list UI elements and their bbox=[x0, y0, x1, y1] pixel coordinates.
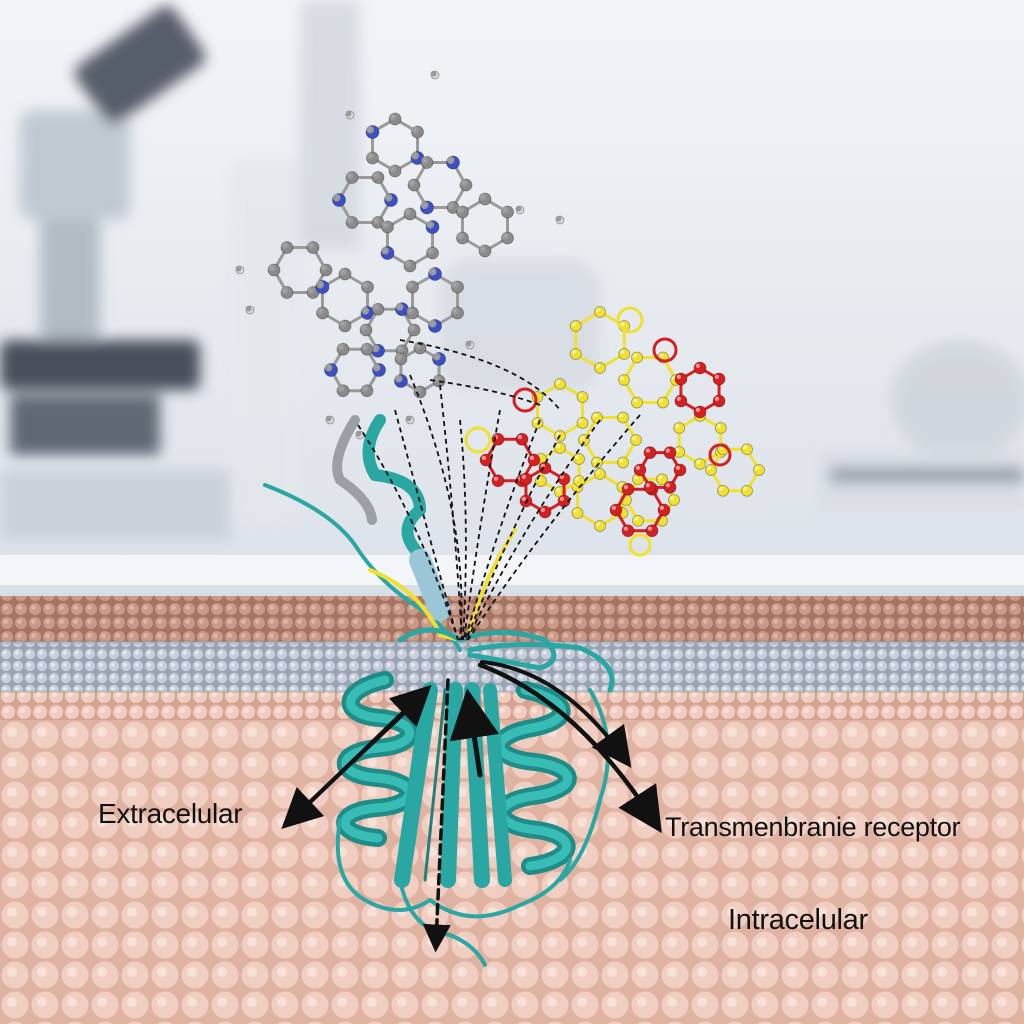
left-helix bbox=[336, 671, 419, 847]
inward-arrow bbox=[449, 688, 500, 778]
annotation-arrows bbox=[281, 660, 662, 953]
microscope-background bbox=[0, 0, 1024, 540]
lab-background bbox=[0, 0, 1024, 597]
ligand-molecule bbox=[235, 70, 765, 557]
receptor-label: Transmenbranie receptor bbox=[665, 812, 961, 842]
intracellular-label: Intracelular bbox=[728, 904, 868, 936]
gray-blue-ligand bbox=[235, 70, 565, 440]
cell-membrane bbox=[0, 596, 1024, 1024]
red-yellow-ligand bbox=[464, 306, 765, 557]
extracellular-arrow-up bbox=[298, 684, 432, 814]
extracellular-label: Extracelular bbox=[98, 798, 243, 829]
interaction-lines bbox=[357, 339, 641, 641]
receptor-arrow-outer bbox=[480, 660, 632, 768]
down-dashed-arrow bbox=[422, 678, 451, 953]
receptor-arrow bbox=[477, 662, 662, 834]
right-helix bbox=[491, 681, 577, 875]
